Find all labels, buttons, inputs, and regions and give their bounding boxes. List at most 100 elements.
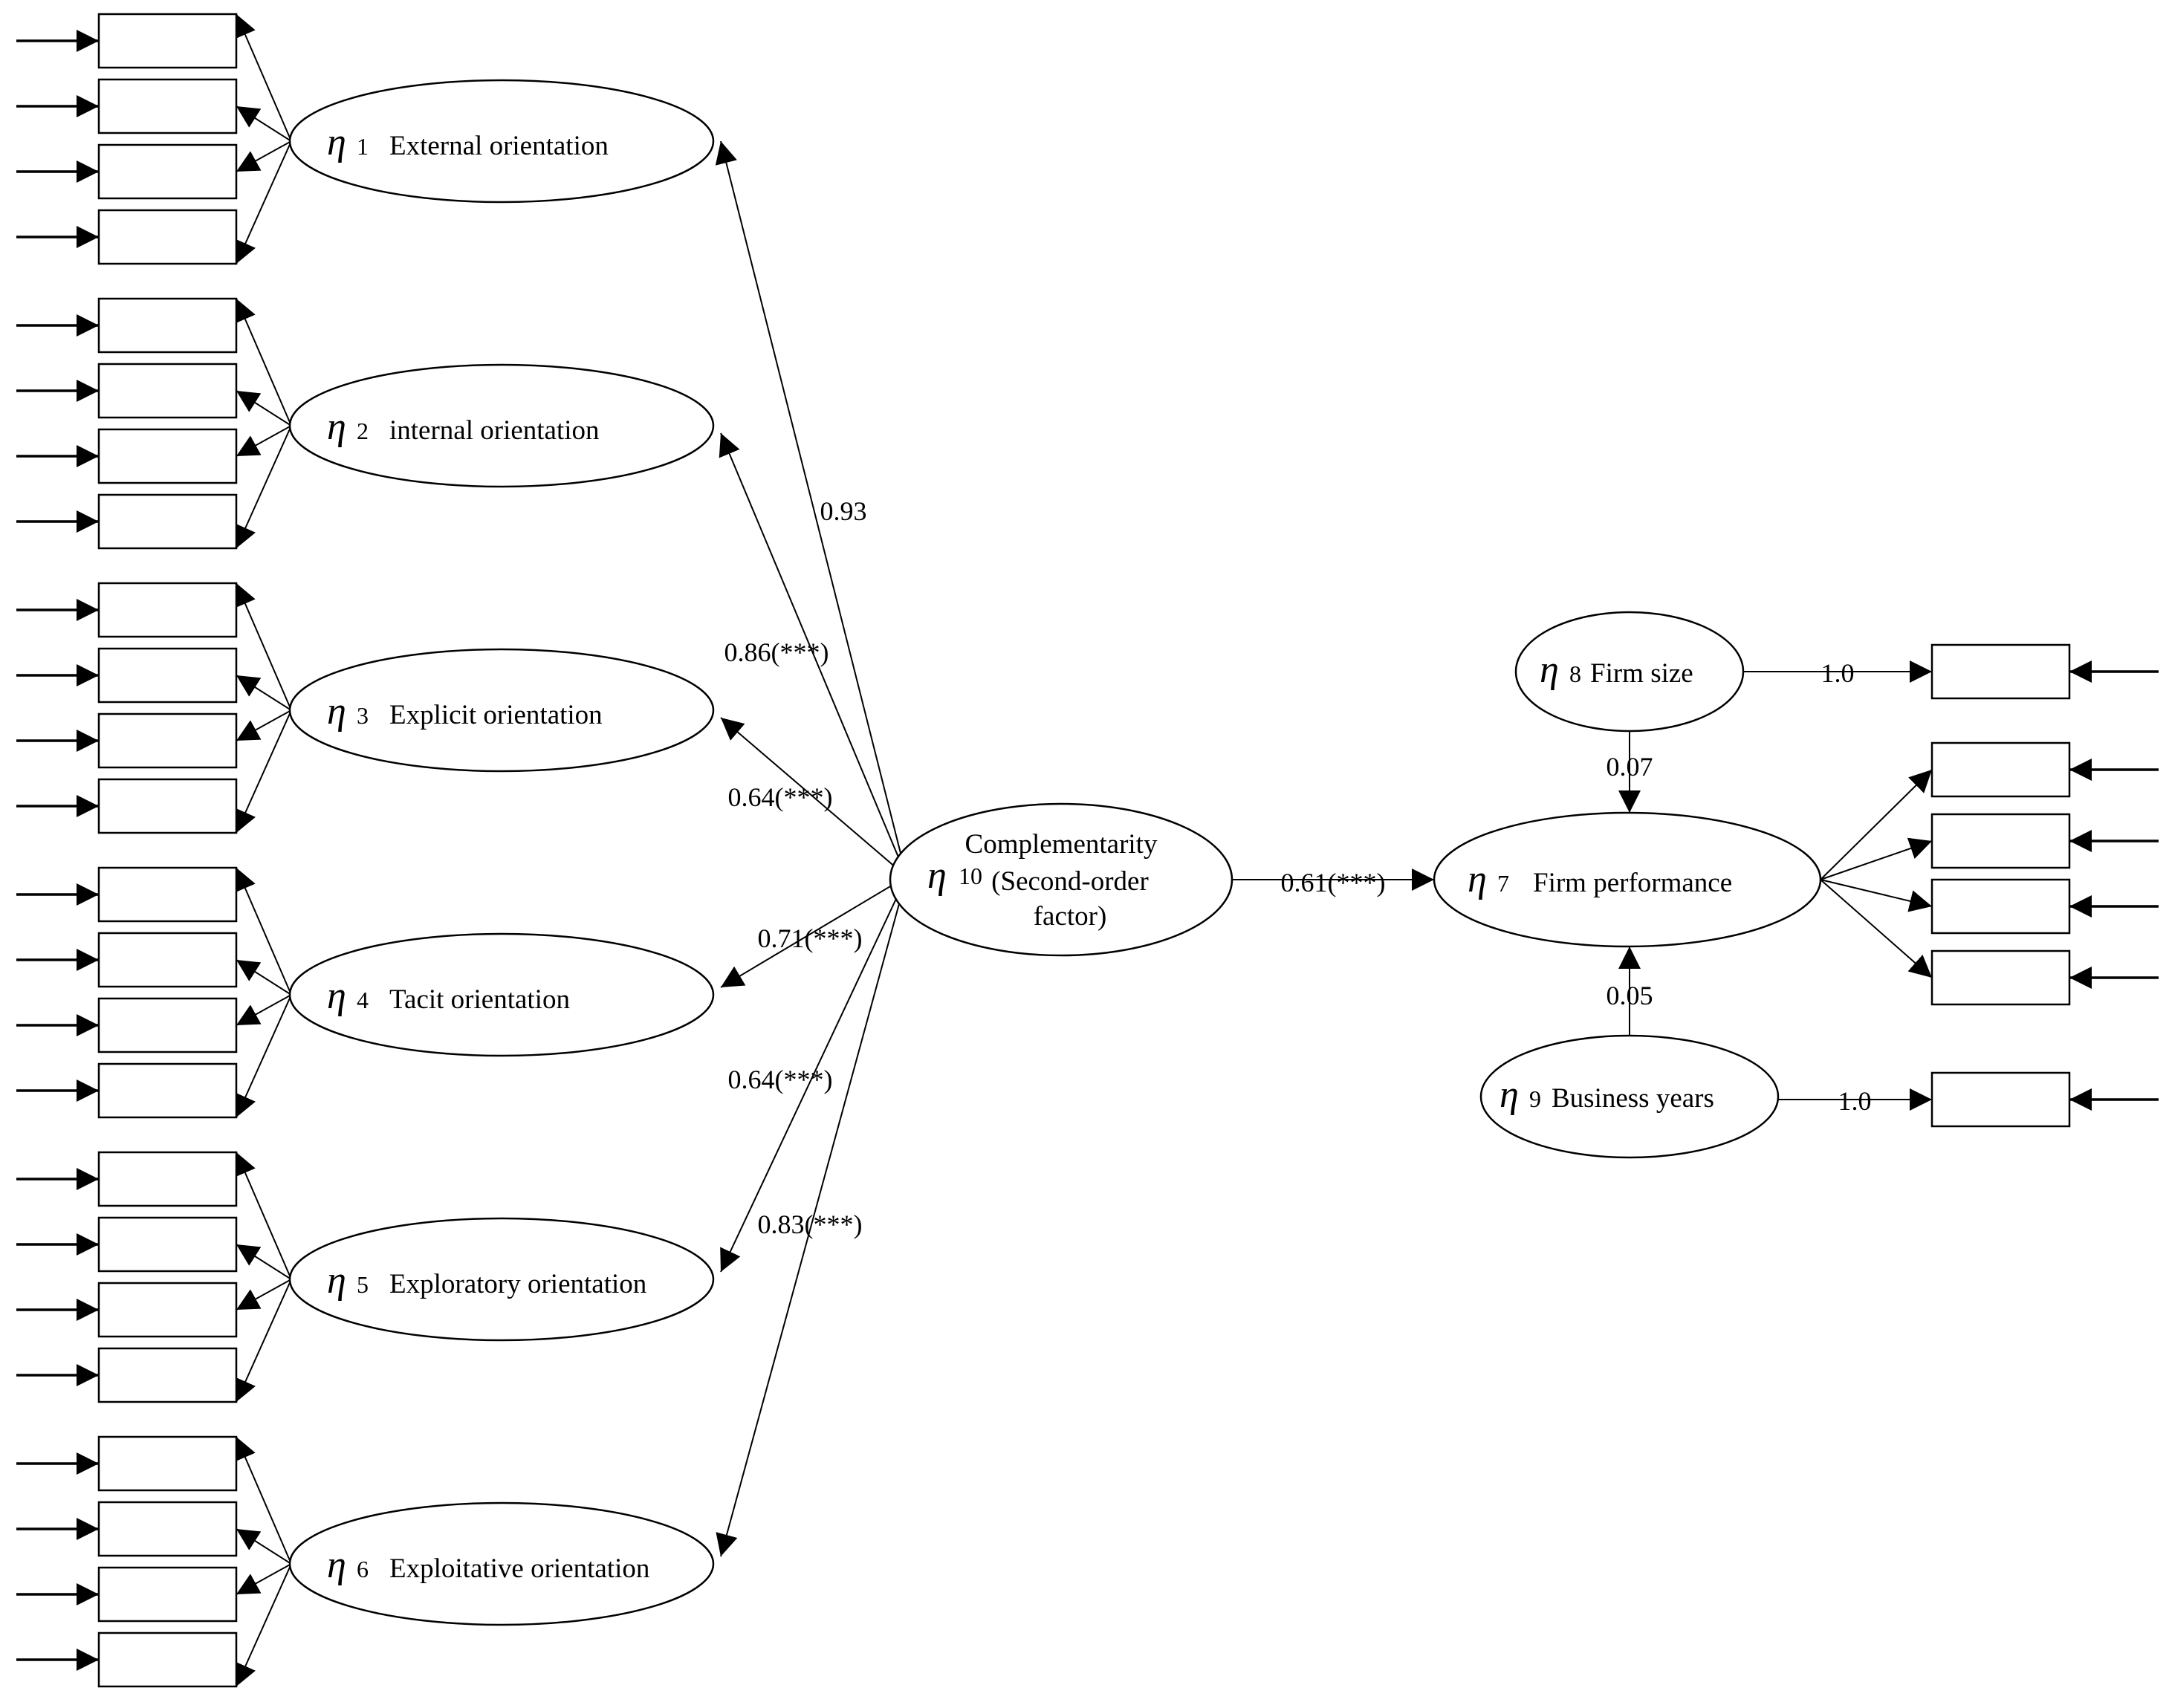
factor-eta1-label: External orientation <box>389 131 609 161</box>
factor-eta3-loading-arrow <box>235 582 292 711</box>
factor-eta3-label: Explicit orientation <box>389 700 603 730</box>
factor-eta1-subscript: 1 <box>357 133 369 160</box>
factor-eta6-indicator-box <box>97 1435 238 1492</box>
factor-eta4-label: Tacit orientation <box>389 984 570 1015</box>
second-order-line3: factor) <box>1034 901 1107 932</box>
factor-eta2-indicator-box <box>97 297 238 354</box>
factor-eta6-indicator-box <box>97 1631 238 1688</box>
factor-eta1-indicator-box <box>97 13 238 69</box>
factor-eta5-eta-symbol: η <box>327 1259 346 1302</box>
factor-eta5-indicator-box <box>97 1216 238 1273</box>
factor-eta1-loading-arrow <box>236 140 292 172</box>
control-firm-size-subscript: 8 <box>1569 660 1581 687</box>
business-years-effect-label: 0.05 <box>1607 981 1653 1010</box>
factor-eta6-subscript: 6 <box>357 1556 369 1582</box>
factor-eta6-loading-arrow <box>235 1563 292 1687</box>
performance-subscript: 7 <box>1497 870 1509 897</box>
performance-indicator-box <box>1930 949 2071 1006</box>
factor-eta3-indicator-box <box>97 712 238 769</box>
factor-eta1-ellipse <box>288 79 715 204</box>
second-order-loading-label: 0.86(***) <box>724 637 829 667</box>
control-business-years-eta-symbol: η <box>1500 1074 1519 1116</box>
control-firm-size-ellipse <box>1514 611 1745 733</box>
factor-eta6-indicator-box <box>97 1566 238 1623</box>
second-order-line2: (Second-order <box>991 866 1149 897</box>
factor-eta3-indicator-box <box>97 647 238 704</box>
factor-eta4-indicator-box <box>97 997 238 1053</box>
second-order-loading-label: 0.71(***) <box>758 923 863 953</box>
factor-eta5-second-order-path <box>720 876 907 1273</box>
factor-eta1-indicator-box <box>97 78 238 134</box>
factor-eta3-subscript: 3 <box>357 702 369 729</box>
factor-eta2-loading-arrow <box>236 390 292 426</box>
factor-eta4-subscript: 4 <box>357 987 369 1013</box>
factor-eta2-subscript: 2 <box>357 418 369 444</box>
factor-eta2-indicator-box <box>97 428 238 484</box>
factor-eta4-loading-arrow <box>235 867 292 996</box>
factor-eta1-indicator-box <box>97 209 238 265</box>
second-order-subscript: 10 <box>959 863 982 889</box>
factor-eta2-eta-symbol: η <box>327 406 346 448</box>
firm-size-effect-label: 0.07 <box>1607 752 1653 782</box>
factor-eta3-eta-symbol: η <box>327 690 346 733</box>
factor-eta5-indicator-box <box>97 1151 238 1207</box>
factor-eta4-indicator-box <box>97 866 238 923</box>
factor-eta2-loading-arrow <box>236 425 292 457</box>
factor-eta5-indicator-box <box>97 1347 238 1403</box>
factor-eta2-loading-arrow <box>235 298 292 426</box>
performance-indicator-box <box>1930 741 2071 798</box>
performance-label: Firm performance <box>1533 868 1732 898</box>
factor-eta4-indicator-box <box>97 1062 238 1119</box>
factor-eta2-indicator-box <box>97 493 238 550</box>
performance-indicator-box <box>1930 813 2071 869</box>
factor-eta3-loading-arrow <box>236 675 292 711</box>
path-to-performance-label: 0.61(***) <box>1281 868 1386 897</box>
factor-eta2-ellipse <box>288 363 715 488</box>
second-order-loading-label: 0.93 <box>820 496 867 526</box>
factor-eta4-eta-symbol: η <box>327 975 346 1017</box>
factor-eta6-eta-symbol: η <box>327 1544 346 1586</box>
factor-eta6-loading-arrow <box>236 1528 292 1565</box>
factor-eta1-second-order-path <box>715 140 907 877</box>
factor-eta5-subscript: 5 <box>357 1271 369 1298</box>
factor-eta6-ellipse <box>288 1501 715 1626</box>
factor-eta4-loading-arrow <box>236 994 292 1026</box>
factor-eta1-loading-arrow <box>236 105 292 142</box>
performance-loading-arrow <box>1820 879 1933 978</box>
factor-eta6-loading-arrow <box>235 1436 292 1565</box>
factor-eta3-loading-arrow <box>236 709 292 741</box>
second-order-loading-label: 0.64(***) <box>728 1065 833 1094</box>
factor-eta6-loading-arrow <box>236 1563 292 1595</box>
performance-loading-arrow <box>1820 879 1933 912</box>
factor-eta3-ellipse <box>288 648 715 773</box>
second-order-loading-label: 0.83(***) <box>758 1209 863 1239</box>
factor-eta5-loading-arrow <box>236 1279 292 1311</box>
factor-eta2-second-order-path <box>719 432 907 877</box>
control-business-years-subscript: 9 <box>1529 1085 1541 1112</box>
factor-eta4-indicator-box <box>97 932 238 988</box>
factor-eta1-eta-symbol: η <box>327 121 346 163</box>
factor-eta3-second-order-path <box>720 717 907 877</box>
second-order-factor-ellipse <box>889 802 1233 957</box>
business-years-loading-label: 1.0 <box>1838 1086 1872 1116</box>
performance-loading-arrow <box>1820 837 1933 880</box>
factor-eta2-indicator-box <box>97 363 238 419</box>
factor-eta5-loading-arrow <box>235 1279 292 1403</box>
factor-eta5-indicator-box <box>97 1282 238 1338</box>
factor-eta1-loading-arrow <box>235 13 292 142</box>
firm-size-loading-label: 1.0 <box>1821 658 1855 688</box>
firm-size-indicator-box <box>1930 643 2071 700</box>
factor-eta5-ellipse <box>288 1217 715 1342</box>
factor-eta5-label: Exploratory orientation <box>389 1269 646 1299</box>
factor-eta6-second-order-path <box>716 876 907 1557</box>
factor-eta5-loading-arrow <box>236 1244 292 1280</box>
factor-eta4-second-order-path <box>720 876 907 988</box>
factor-eta6-indicator-box <box>97 1501 238 1557</box>
control-business-years-ellipse <box>1479 1034 1780 1159</box>
second-order-eta-symbol: η <box>927 854 947 897</box>
second-order-loading-label: 0.64(***) <box>728 782 833 812</box>
control-business-years-label: Business years <box>1552 1083 1714 1114</box>
business-years-indicator-box <box>1930 1071 2071 1128</box>
